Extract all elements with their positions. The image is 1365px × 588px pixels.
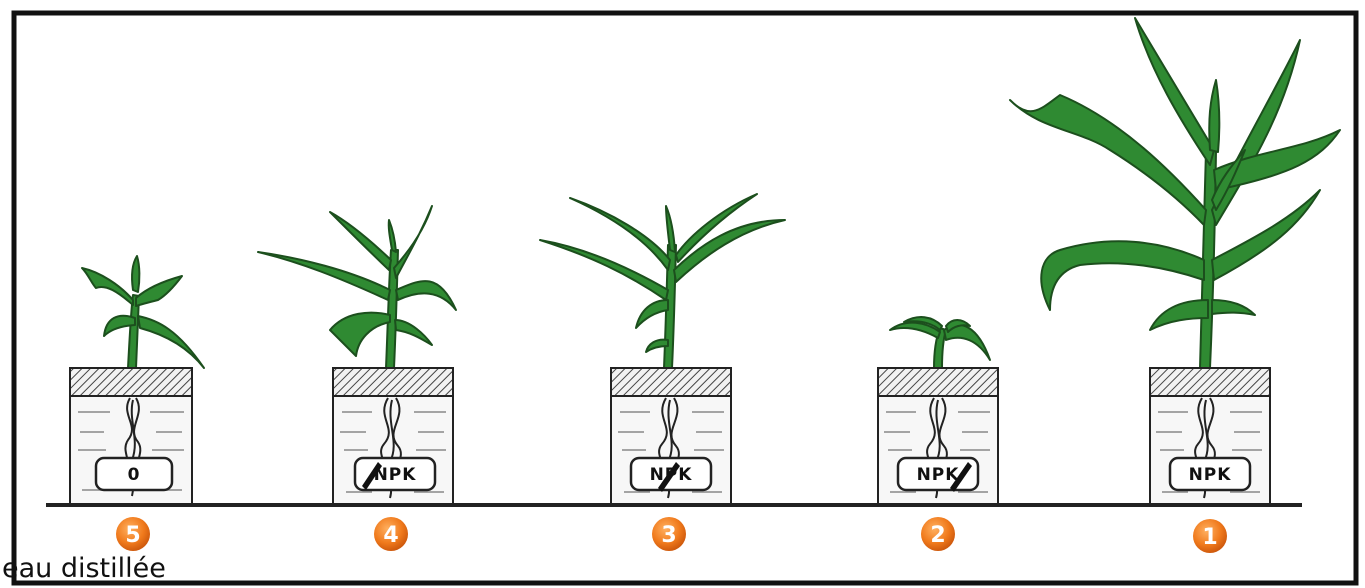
badge-3-number: 3 xyxy=(661,523,676,548)
pot-2-label: NPK xyxy=(917,465,960,485)
plant-1 xyxy=(1010,18,1340,368)
pot-4-soil xyxy=(333,368,453,396)
pot-5-label: 0 xyxy=(128,465,141,485)
pot-1: NPK 1 xyxy=(1010,18,1340,553)
pot-1-soil xyxy=(1150,368,1270,396)
pot-4: NPK 4 xyxy=(258,206,456,551)
pot-3-soil xyxy=(611,368,731,396)
plant-5 xyxy=(82,256,204,368)
pot-2: NPK 2 xyxy=(878,317,998,551)
badge-1-number: 1 xyxy=(1202,525,1217,550)
pot-5-soil xyxy=(70,368,192,396)
badge-4-number: 4 xyxy=(383,523,398,548)
pot-1-label: NPK xyxy=(1189,465,1232,485)
plant-2 xyxy=(890,317,990,368)
plant-4 xyxy=(258,206,456,368)
pot-3: NPK 3 xyxy=(540,194,785,551)
plant-3 xyxy=(540,194,785,368)
pot-2-soil xyxy=(878,368,998,396)
caption-distilled-water: eau distillée xyxy=(2,555,166,582)
badge-2-number: 2 xyxy=(930,523,945,548)
badge-5-number: 5 xyxy=(125,523,140,548)
